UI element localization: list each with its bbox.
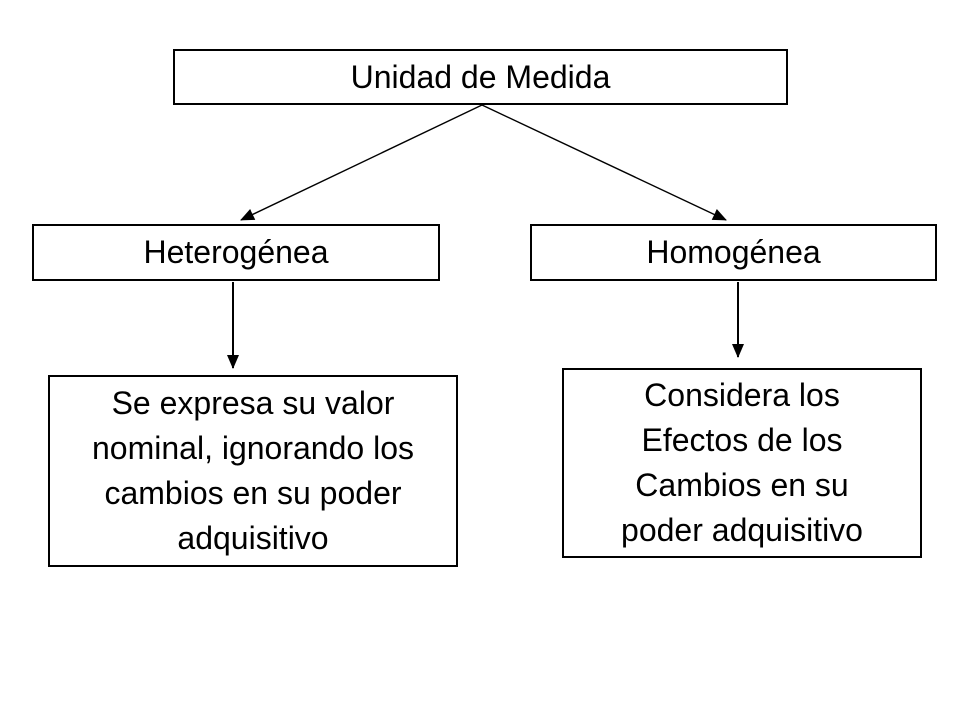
node-homogenea: Homogénea [530, 224, 937, 281]
node-homogenea-label: Homogénea [646, 234, 821, 271]
node-homogenea-description: Considera los Efectos de los Cambios en … [562, 368, 922, 558]
node-homogenea-description-text: Considera los Efectos de los Cambios en … [621, 377, 863, 548]
node-heterogenea-label: Heterogénea [143, 234, 329, 271]
arrow-root-to-homogenea [481, 104, 727, 221]
node-unidad-de-medida-label: Unidad de Medida [350, 58, 611, 95]
node-heterogenea-description-text: Se expresa su valor nominal, ignorando l… [92, 385, 414, 556]
node-heterogenea: Heterogénea [32, 224, 440, 281]
node-unidad-de-medida: Unidad de Medida [173, 49, 788, 105]
node-heterogenea-description: Se expresa su valor nominal, ignorando l… [48, 375, 458, 567]
arrow-root-to-heterogenea [240, 104, 483, 221]
